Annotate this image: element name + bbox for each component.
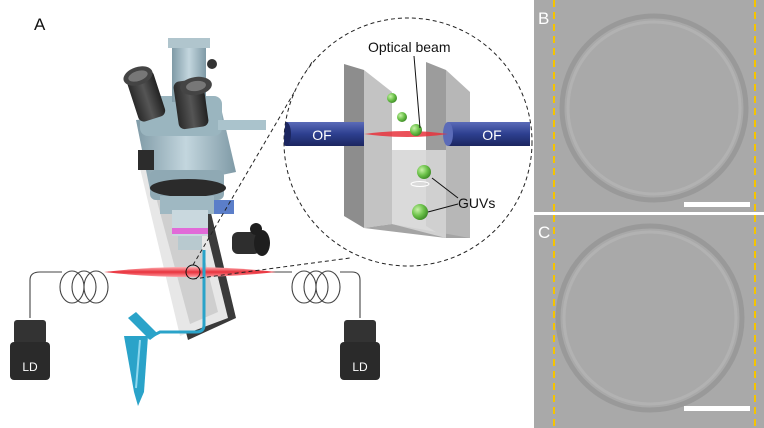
eyepiece-right [173,76,212,130]
guvs-pointer-lower [427,203,459,213]
guvs-label: GUVs [458,195,495,211]
scale-bar-c [684,406,750,411]
collection-tube [124,336,148,406]
optical-fiber [29,270,361,318]
zoom-line-upper [192,61,313,266]
fiber-right-lead [340,271,361,318]
optical-beam-label: Optical beam [368,39,450,55]
panel-b-letter: B [538,9,549,28]
panel-a: A [10,15,533,406]
laser-diode-left: LD [10,320,50,380]
zoom-line-lower [192,257,351,280]
micrograph-b [534,0,764,212]
micrograph-c [534,215,764,428]
tubing [147,250,206,340]
guv-trapped [410,124,422,136]
objective-ring [172,228,208,234]
panel-divider [534,212,764,215]
microscope [123,38,270,340]
scale-bar-b [684,202,750,207]
laser-diode-right: LD [340,320,380,380]
of-right-label: OF [482,127,501,143]
optical-beam-pointer [413,55,421,129]
laser-beam [104,267,276,277]
guv-outline-c [555,223,745,413]
panel-c-letter: C [538,223,550,242]
guv [417,165,431,179]
focus-knob [232,232,260,254]
optical-fiber-right [448,122,530,146]
of-left-label: OF [312,127,331,143]
inset-beam [364,131,448,137]
ld-right-label: LD [352,360,368,374]
panel-c: C [534,215,764,428]
eyepiece-left [123,66,166,122]
ld-left-label: LD [22,360,38,374]
panel-b: B [534,0,764,212]
magnified-inset: OF OF Optical beam GUVs [283,17,533,267]
guv [387,93,397,103]
optical-fiber-left [286,122,364,146]
panel-a-letter: A [34,15,46,34]
fiber-left-lead [29,271,62,318]
guv [397,112,407,122]
guv-outline-b [559,13,749,203]
guv [412,204,428,220]
guvs-pointer-upper [431,177,459,199]
side-port [218,120,266,130]
